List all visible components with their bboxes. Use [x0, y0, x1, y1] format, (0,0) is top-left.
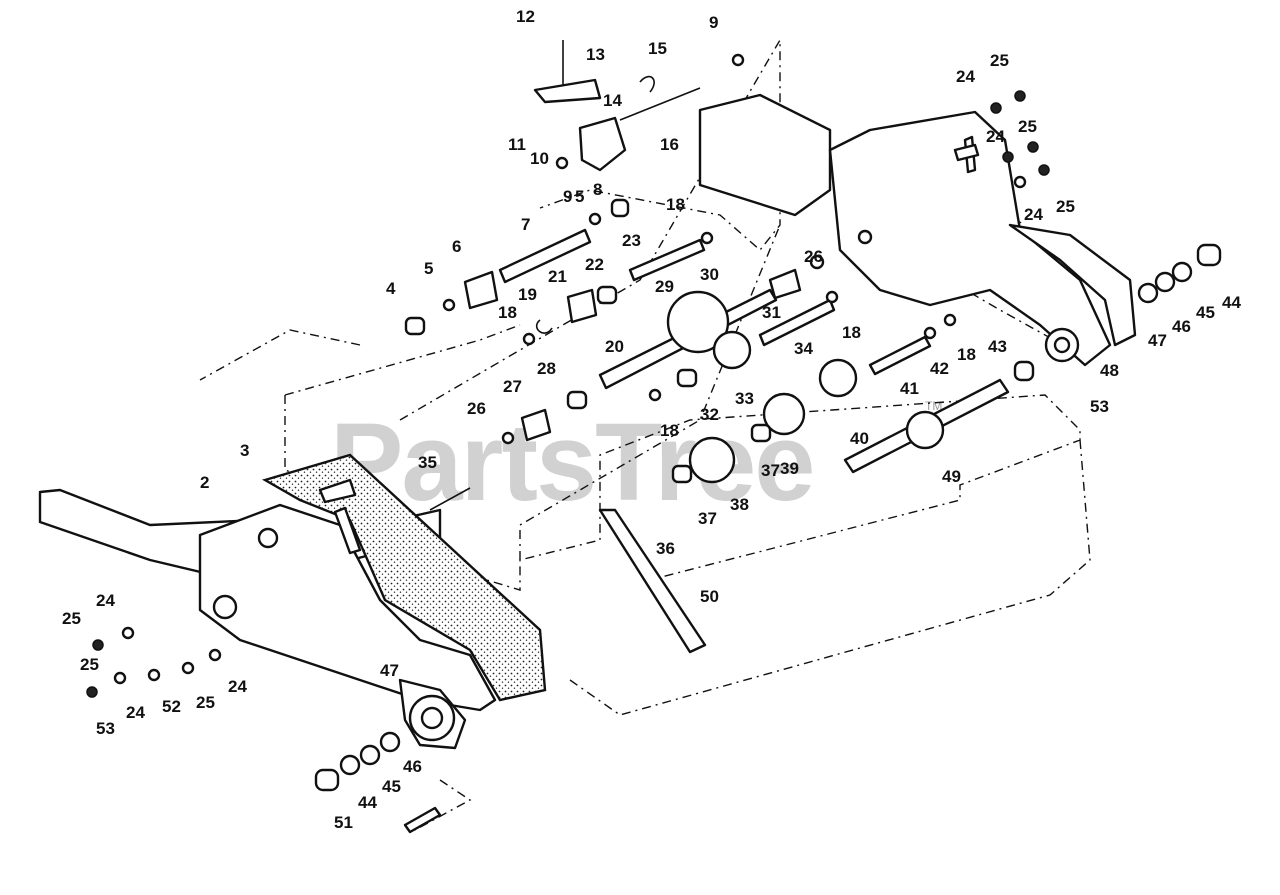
callout-label: 53 [96, 719, 115, 738]
callout-label: 5 [575, 187, 584, 206]
callout-label: 40 [850, 429, 869, 448]
callout-label: 24 [986, 127, 1005, 146]
callout-label: 25 [1018, 117, 1037, 136]
callout-label: 9 [563, 187, 572, 206]
callout-label: 14 [603, 91, 622, 110]
callout-label: 7 [521, 215, 530, 234]
callout-labels: 12 13 15 9 14 11 10 16 9 5 8 18 7 23 6 5… [62, 7, 1241, 832]
callout-label: 34 [794, 339, 813, 358]
callout-label: 41 [900, 379, 919, 398]
callout-label: 52 [162, 697, 181, 716]
callout-label: 15 [648, 39, 667, 58]
callout-label: 11 [508, 135, 526, 154]
callout-label: 49 [942, 467, 961, 486]
callout-label: 20 [605, 337, 624, 356]
callout-label: 43 [988, 337, 1007, 356]
callout-label: 25 [1056, 197, 1075, 216]
callout-label: 4 [386, 279, 396, 298]
callout-label: 18 [957, 345, 976, 364]
callout-label: 10 [530, 149, 549, 168]
callout-label: 19 [518, 285, 537, 304]
right-chain-case [698, 93, 1137, 367]
callout-label: 35 [418, 453, 437, 472]
callout-label: 18 [660, 421, 679, 440]
callout-label: 9 [709, 13, 718, 32]
callout-label: 38 [730, 495, 749, 514]
callout-label: 37 [761, 461, 780, 480]
callout-label: 44 [1222, 293, 1241, 312]
callout-label: 45 [1196, 303, 1215, 322]
callout-label: 42 [930, 359, 949, 378]
callout-label: 27 [503, 377, 522, 396]
callout-label: 26 [804, 247, 823, 266]
callout-label: 25 [62, 609, 81, 628]
callout-label: 30 [700, 265, 719, 284]
callout-label: 13 [586, 45, 605, 64]
callout-label: 8 [593, 180, 602, 199]
callout-label: 5 [424, 259, 433, 278]
callout-label: 22 [585, 255, 604, 274]
callout-label: 24 [956, 67, 975, 86]
callout-label: 44 [358, 793, 377, 812]
callout-label: 28 [537, 359, 556, 378]
callout-label: 45 [382, 777, 401, 796]
callout-label: 3 [240, 441, 249, 460]
callout-label: 18 [666, 195, 685, 214]
callout-label: 29 [655, 277, 674, 296]
callout-label: 53 [1090, 397, 1109, 416]
callout-label: 37 [698, 509, 717, 528]
callout-label: 6 [452, 237, 461, 256]
callout-label: 48 [1100, 361, 1119, 380]
callout-label: 24 [228, 677, 247, 696]
callout-label: 24 [1024, 205, 1043, 224]
callout-label: 2 [200, 473, 209, 492]
callout-label: 50 [700, 587, 719, 606]
callout-label: 51 [334, 813, 353, 832]
callout-label: 46 [1172, 317, 1191, 336]
callout-label: 32 [700, 405, 719, 424]
callout-label: 39 [780, 459, 799, 478]
callout-label: 18 [842, 323, 861, 342]
callout-label: 31 [762, 303, 781, 322]
left-chain-case [38, 453, 547, 750]
callout-label: 24 [126, 703, 145, 722]
callout-label: 25 [990, 51, 1009, 70]
callout-label: 33 [735, 389, 754, 408]
callout-label: 25 [80, 655, 99, 674]
callout-label: 26 [467, 399, 486, 418]
shaft-hardware [86, 40, 1222, 834]
callout-label: 21 [548, 267, 567, 286]
callout-label: 47 [1148, 331, 1167, 350]
callout-label: 25 [196, 693, 215, 712]
callout-label: 23 [622, 231, 641, 250]
callout-label: 16 [660, 135, 679, 154]
callout-label: 18 [498, 303, 517, 322]
callout-label: 24 [96, 591, 115, 610]
callout-label: 47 [380, 661, 399, 680]
callout-label: 46 [403, 757, 422, 776]
callout-label: 12 [516, 7, 535, 26]
callout-label: 36 [656, 539, 675, 558]
